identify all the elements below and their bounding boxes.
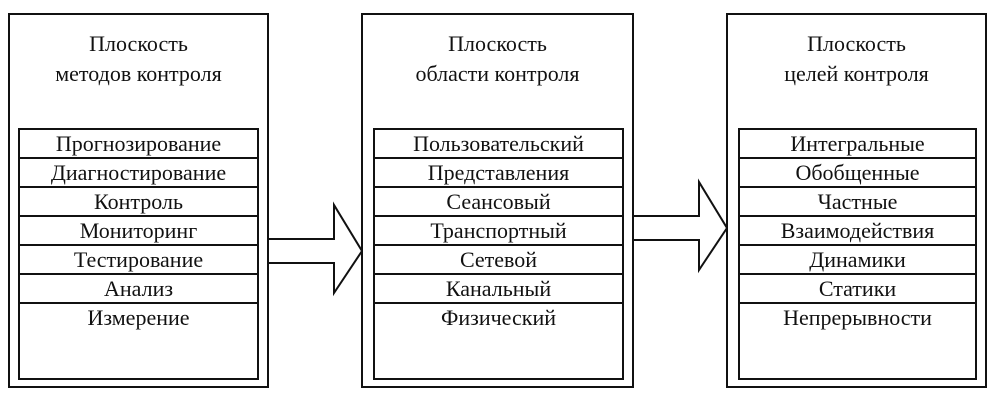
list-item: Прогнозирование (20, 130, 257, 159)
arrow-right-icon (632, 178, 729, 274)
panel-title-line1: Плоскость (89, 31, 188, 56)
list-item: Сеансовый (375, 188, 622, 217)
list-item: Измерение (87, 305, 190, 330)
list-item: Интегральные (740, 130, 975, 159)
panel-title-line2: целей контроля (784, 61, 929, 86)
list-item: Мониторинг (20, 217, 257, 246)
panel-title: Плоскость методов контроля (10, 29, 267, 89)
list-item: Диагностирование (20, 159, 257, 188)
list-item: Представления (375, 159, 622, 188)
panel-title: Плоскость области контроля (363, 29, 632, 89)
list-item: Статики (740, 275, 975, 304)
list-item: Физический (441, 305, 556, 330)
area-list: Пользовательский Представления Сеансовый… (373, 128, 624, 380)
list-item: Частные (740, 188, 975, 217)
list-item: Взаимодействия (740, 217, 975, 246)
panel-title-line2: методов контроля (55, 61, 222, 86)
list-item: Непрерывности (783, 305, 932, 330)
list-item: Анализ (20, 275, 257, 304)
panel-title-line1: Плоскость (448, 31, 547, 56)
panel-title-line1: Плоскость (807, 31, 906, 56)
list-item: Транспортный (375, 217, 622, 246)
list-item: Канальный (375, 275, 622, 304)
list-item: Пользовательский (375, 130, 622, 159)
panel-title: Плоскость целей контроля (728, 29, 985, 89)
arrow-right-icon (267, 201, 364, 297)
panel-control-goals: Плоскость целей контроля Интегральные Об… (726, 13, 987, 388)
list-item: Динамики (740, 246, 975, 275)
panel-control-methods: Плоскость методов контроля Прогнозирован… (8, 13, 269, 388)
list-item: Тестирование (20, 246, 257, 275)
list-item: Сетевой (375, 246, 622, 275)
list-item: Контроль (20, 188, 257, 217)
goals-list: Интегральные Обобщенные Частные Взаимоде… (738, 128, 977, 380)
panel-title-line2: области контроля (415, 61, 580, 86)
methods-list: Прогнозирование Диагностирование Контрол… (18, 128, 259, 380)
panel-control-area: Плоскость области контроля Пользовательс… (361, 13, 634, 388)
list-item: Обобщенные (740, 159, 975, 188)
